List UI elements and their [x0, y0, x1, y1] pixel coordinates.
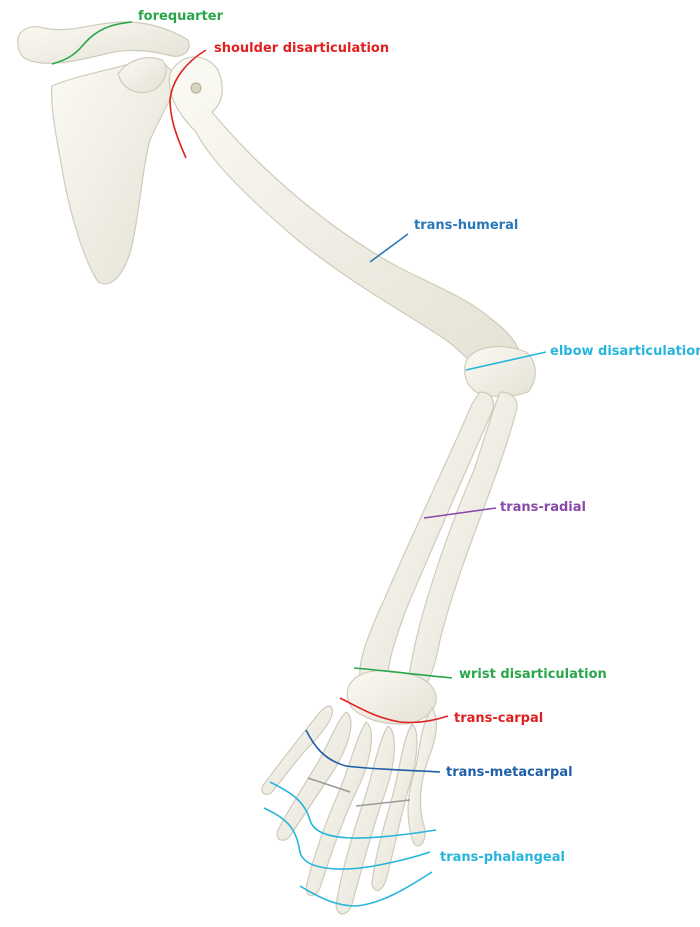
- forequarter-label: forequarter: [138, 9, 223, 25]
- elbow-disarticulation-label: elbow disarticulation: [550, 344, 700, 360]
- shoulder-disarticulation-label: shoulder disarticulation: [214, 41, 389, 57]
- trans-humeral-label: trans-humeral: [414, 218, 518, 234]
- trans-radial-label: trans-radial: [500, 500, 586, 516]
- wrist-disarticulation-label: wrist disarticulation: [459, 667, 607, 683]
- trans-humeral-line: [370, 234, 408, 262]
- carpal-bones: [347, 671, 436, 725]
- trans-metacarpal-label: trans-metacarpal: [446, 765, 573, 781]
- scapula-bone: [52, 58, 178, 283]
- trans-phalangeal-label: trans-phalangeal: [440, 850, 565, 866]
- trans-carpal-label: trans-carpal: [454, 711, 543, 727]
- elbow-joint: [465, 347, 536, 397]
